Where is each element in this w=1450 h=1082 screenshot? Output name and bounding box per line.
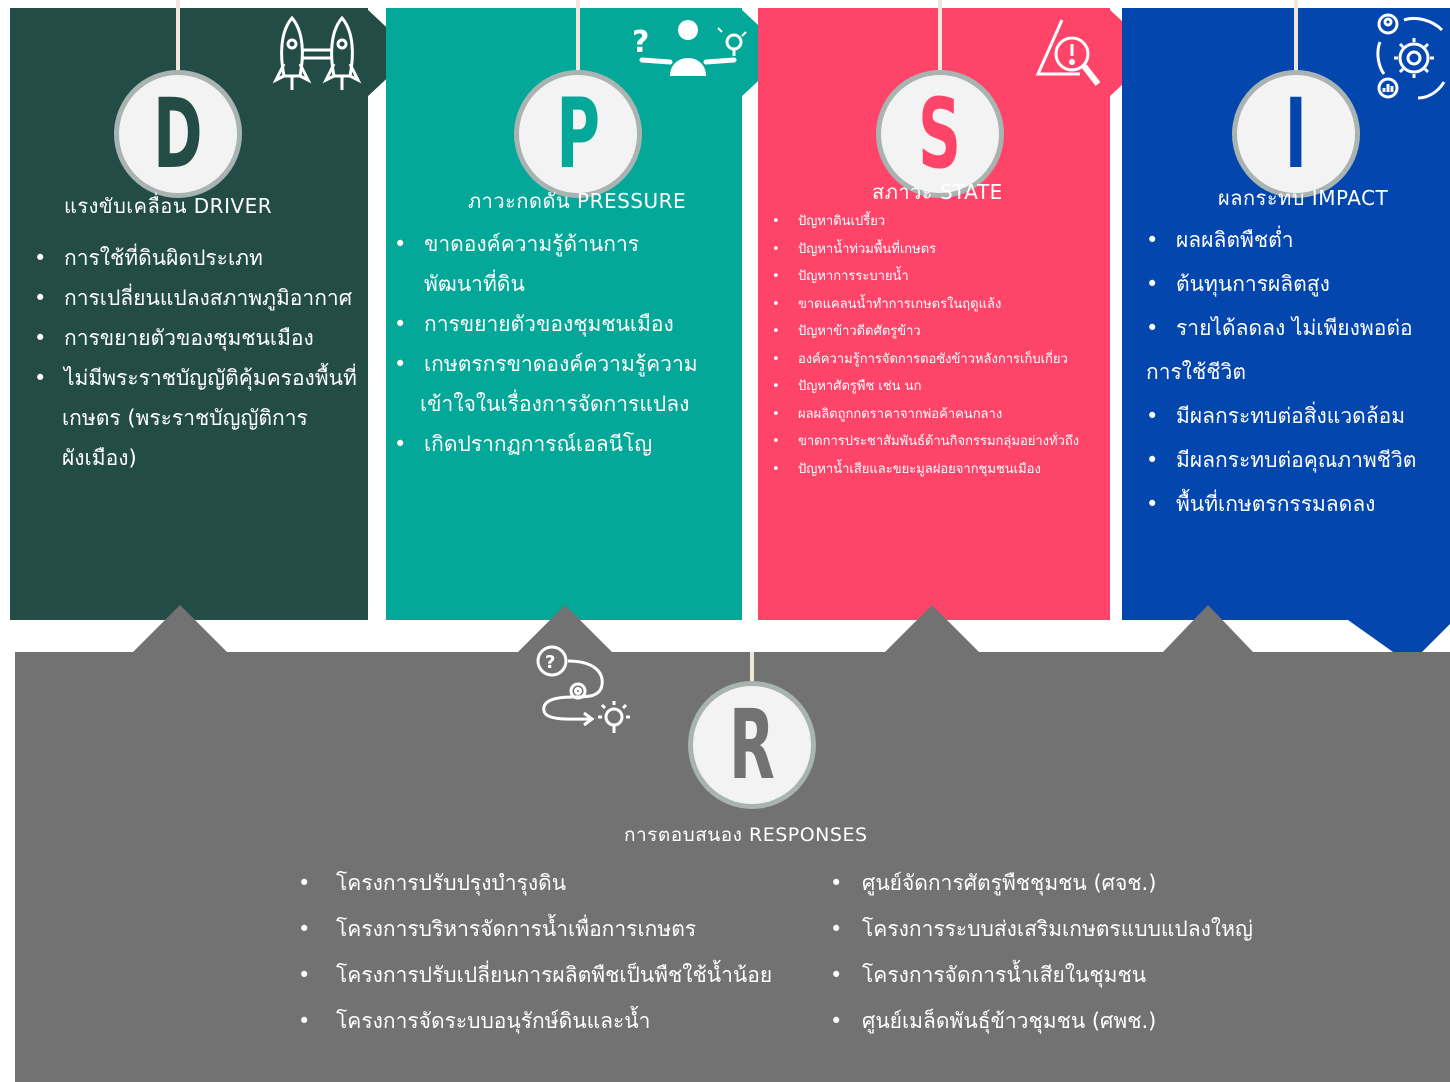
list-item: พื้นที่เกษตรกรรมลดลง [1146, 482, 1446, 526]
list-item: ผังเมือง) [62, 446, 137, 470]
list-item: โครงการระบบส่งเสริมเกษตรแบบแปลงใหญ่ [830, 906, 1350, 952]
warning-search-icon [1035, 19, 1101, 86]
list-item: ผลผลิตพืชต่ำ [1146, 218, 1446, 262]
state-circle: S [881, 75, 999, 193]
rockets-icon [272, 15, 362, 90]
list-item: โครงการบริหารจัดการน้ำเพื่อการเกษตร [298, 906, 838, 952]
pressure-circle: P [519, 75, 637, 193]
responses-string [750, 652, 754, 692]
state-list: ปัญหาดินเปรี้ยว ปัญหาน้ำท่วมพื้นที่เกษตร… [772, 208, 1108, 483]
list-item: ศูนย์จัดการศัตรูพืชชุมชน (ศจช.) [830, 860, 1350, 906]
responses-left-list: โครงการปรับปรุงบำรุงดิน โครงการบริหารจัด… [298, 860, 838, 1044]
list-item: ไม่มีพระราชบัญญัติคุ้มครองพื้นที่ [34, 358, 364, 398]
driver-list: การใช้ที่ดินผิดประเภท การเปลี่ยนแปลงสภาพ… [34, 238, 364, 478]
list-item: ศูนย์เมล็ดพันธุ์ข้าวชุมชน (ศพช.) [830, 998, 1350, 1044]
driver-string [176, 0, 180, 80]
responses-arrows [132, 605, 1450, 664]
list-item: เกษตรกรขาดองค์ความรู้ความ [394, 344, 739, 384]
svg-text:?: ? [632, 25, 649, 60]
list-item: ปัญหาการระบายน้ำ [772, 263, 1108, 291]
list-item: การขยายตัวของชุมชนเมือง [394, 304, 739, 344]
list-item: โครงการจัดการน้ำเสียในชุมชน [830, 952, 1350, 998]
list-item: องค์ความรู้การจัดการตอซังข้าวหลังการเก็บ… [772, 346, 1108, 374]
driver-letter: D [153, 78, 203, 190]
list-item: มีผลกระทบต่อคุณภาพชีวิต [1146, 438, 1446, 482]
list-item: การขยายตัวของชุมชนเมือง [34, 318, 364, 358]
pressure-string [576, 0, 580, 80]
pressure-title: ภาวะกดดัน PRESSURE [468, 189, 687, 213]
list-item: ปัญหาดินเปรี้ยว [772, 208, 1108, 236]
list-item: ขาดแคลนน้ำทำการเกษตรในฤดูแล้ง [772, 291, 1108, 319]
list-item: มีผลกระทบต่อสิ่งแวดล้อม [1146, 394, 1446, 438]
gears-cycle-icon [1376, 13, 1446, 100]
list-item: ต้นทุนการผลิตสูง [1146, 262, 1446, 306]
list-item: เข้าใจในเรื่องการจัดการแปลง [420, 392, 690, 416]
list-item: ปัญหาศัตรูพืช เช่น นก [772, 373, 1108, 401]
list-item: โครงการปรับปรุงบำรุงดิน [298, 860, 838, 906]
responses-circle: R [693, 686, 811, 804]
list-item: ปัญหาน้ำท่วมพื้นที่เกษตร [772, 236, 1108, 264]
impact-title: ผลกระทบ IMPACT [1218, 186, 1389, 210]
driver-circle: D [119, 75, 237, 193]
state-title: สภาวะ STATE [872, 180, 1003, 204]
state-letter: S [918, 78, 962, 190]
responses-right-list: ศูนย์จัดการศัตรูพืชชุมชน (ศจช.) โครงการร… [830, 860, 1350, 1044]
state-string [938, 0, 942, 80]
responses-title: การตอบสนอง RESPONSES [624, 824, 868, 846]
impact-letter: I [1284, 78, 1308, 190]
list-item: โครงการปรับเปลี่ยนการผลิตพืชเป็นพืชใช้น้… [298, 952, 838, 998]
question-gear-idea-icon: ? [536, 645, 630, 733]
list-item: เกษตร (พระราชบัญญัติการ [62, 406, 308, 430]
driver-title: แรงขับเคลื่อน DRIVER [64, 194, 273, 218]
list-item: ปัญหาน้ำเสียและขยะมูลฝอยจากชุมชนเมือง [772, 456, 1108, 484]
impact-list: ผลผลิตพืชต่ำ ต้นทุนการผลิตสูง รายได้ลดลง… [1146, 218, 1446, 526]
responses-letter: R [729, 689, 775, 801]
list-item: ขาดการประชาสัมพันธ์ด้านกิจกรรมกลุ่มอย่าง… [772, 428, 1108, 456]
list-item: รายได้ลดลง ไม่เพียงพอต่อ [1146, 306, 1446, 350]
impact-circle: I [1237, 75, 1355, 193]
pressure-letter: P [556, 78, 600, 190]
list-item: โครงการจัดระบบอนุรักษ์ดินและน้ำ [298, 998, 838, 1044]
list-item: ขาดองค์ความรู้ด้านการพัฒนาที่ดิน [394, 224, 739, 304]
list-item: ปัญหาข้าวดีดศัตรูข้าว [772, 318, 1108, 346]
list-item: เกิดปรากฏการณ์เอลนีโญ [394, 424, 739, 464]
svg-text:?: ? [545, 652, 555, 673]
list-item: การเปลี่ยนแปลงสภาพภูมิอากาศ [34, 278, 364, 318]
list-item: ผลผลิตถูกกดราคาจากพ่อค้าคนกลาง [772, 401, 1108, 429]
person-question-idea-icon: ? [632, 20, 747, 76]
impact-string [1294, 0, 1298, 80]
list-item: การใช้ชีวิต [1146, 360, 1246, 384]
pressure-list: ขาดองค์ความรู้ด้านการพัฒนาที่ดิน การขยาย… [394, 224, 739, 464]
list-item: การใช้ที่ดินผิดประเภท [34, 238, 364, 278]
